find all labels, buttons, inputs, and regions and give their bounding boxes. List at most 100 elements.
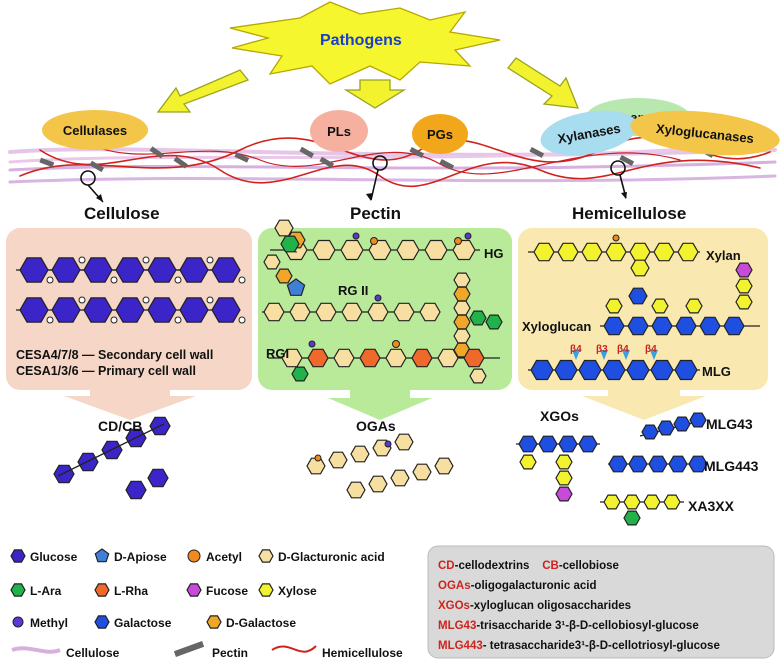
- acetyl-group: [612, 234, 620, 242]
- ogas-label: OGAs: [356, 418, 396, 434]
- glycosidic-oxygen: [206, 256, 214, 264]
- galacturonic-unit: [312, 239, 336, 261]
- galacturonic-unit: [340, 239, 364, 261]
- galacturonic-unit: [263, 254, 281, 270]
- oga-unit: [434, 457, 454, 475]
- xylose-unit: [605, 298, 623, 314]
- ara-unit: [485, 314, 503, 330]
- glucose-unit: [674, 359, 698, 381]
- dgalactose-unit: [275, 268, 293, 284]
- abbr-mlg43-text: -trisaccharide 3¹-β-D-cellobiosyl-glucos…: [476, 620, 699, 632]
- bond-arrow: [622, 350, 630, 360]
- ara-unit: [280, 235, 300, 253]
- methyl-group: [384, 440, 392, 448]
- legend-xylose-icon: [258, 583, 274, 597]
- glucose-unit: [147, 257, 177, 283]
- oga-unit: [346, 481, 366, 499]
- legend-dapiose-icon: [94, 548, 110, 563]
- ara-unit: [469, 310, 487, 326]
- legend-fucose-icon: [186, 583, 202, 597]
- cb-glucose: [147, 468, 169, 488]
- legend-hemicellulose: Hemicellulose: [322, 646, 403, 660]
- xylose-unit: [685, 298, 703, 314]
- abbr-mlg443: MLG443: [438, 640, 483, 652]
- glucose-unit: [689, 412, 707, 428]
- legend-pectin-icon: [173, 641, 205, 657]
- acetyl-group: [454, 237, 462, 245]
- cesa-primary-label: CESA1/3/6 — Primary cell wall: [16, 364, 196, 378]
- legend-lrha-icon: [94, 583, 110, 597]
- glucose-unit: [608, 455, 628, 473]
- xylose-unit: [603, 494, 621, 510]
- glycosidic-oxygen: [78, 256, 86, 264]
- glucose-unit: [83, 297, 113, 323]
- xylose-unit: [643, 494, 661, 510]
- glucose-unit: [518, 435, 538, 453]
- galactose-unit: [628, 287, 648, 305]
- glucose-unit: [628, 455, 648, 473]
- xylan-label: Xylan: [706, 248, 741, 263]
- glycosidic-oxygen: [174, 316, 182, 324]
- abbr-xgos-text: -xyloglucan oligosaccharides: [469, 600, 632, 612]
- rg2-label: RG II: [338, 283, 369, 298]
- legend-dgalactose: D-Galactose: [226, 616, 297, 630]
- glucose-unit: [627, 316, 649, 336]
- rg1-unit: [463, 348, 485, 368]
- oga-unit: [350, 445, 370, 463]
- glucose-unit: [603, 316, 625, 336]
- bond-label-1: β4: [570, 344, 582, 355]
- glucose-unit: [602, 359, 626, 381]
- galacturonic-unit: [452, 239, 476, 261]
- galacturonic-unit: [396, 239, 420, 261]
- mlg43-label: MLG43: [706, 416, 753, 432]
- legend-lara: L-Ara: [30, 584, 62, 598]
- acetyl-group: [314, 454, 322, 462]
- glucose-unit: [83, 257, 113, 283]
- glucose-unit: [648, 455, 668, 473]
- legend-methyl: Methyl: [30, 616, 69, 630]
- bond-arrow: [650, 350, 658, 360]
- pathogens-label: Pathogens: [320, 32, 402, 49]
- abbr-row-mlg43: MLG43-trisaccharide 3¹-β-D-cellobiosyl-g…: [438, 620, 699, 632]
- galacturonic-unit: [274, 219, 294, 237]
- glucose-unit: [650, 359, 674, 381]
- glucose-unit: [147, 297, 177, 323]
- oga-unit: [368, 475, 388, 493]
- glucose-unit: [530, 359, 554, 381]
- fucose-unit: [555, 486, 573, 502]
- rg1-unit: [359, 348, 381, 368]
- glucose-unit: [19, 297, 49, 323]
- cd-backbone: [57, 423, 165, 477]
- xylose-unit: [629, 242, 651, 262]
- galacturonic-unit: [368, 239, 392, 261]
- legend-cellulose-icon: [11, 646, 61, 654]
- glucose-unit: [641, 424, 659, 440]
- pls-enzyme: PLs: [310, 110, 368, 152]
- abbr-mlg443-text: - tetrasaccharide3¹-β-D-cellotriosyl-glu…: [482, 640, 720, 652]
- pectin-segments: [39, 146, 715, 173]
- glucose-unit: [675, 316, 697, 336]
- abbr-row-ogas: OGAs-oligogalacturonic acid: [438, 580, 596, 592]
- glucose-unit: [211, 257, 241, 283]
- glycosidic-oxygen: [46, 276, 54, 284]
- xyloglucan-label: Xyloglucan: [522, 319, 592, 334]
- glucose-unit: [558, 435, 578, 453]
- rg2-side-unit: [453, 286, 471, 302]
- xylose-unit: [663, 494, 681, 510]
- xylose-unit: [555, 470, 573, 486]
- glucose-unit: [578, 435, 598, 453]
- oga-unit: [394, 433, 414, 451]
- oga-unit: [390, 469, 410, 487]
- glucose-unit: [51, 297, 81, 323]
- galacturonic-unit: [469, 368, 487, 384]
- galacturonic-unit: [419, 302, 441, 322]
- xylose-unit: [735, 278, 753, 294]
- glucose-unit: [673, 416, 691, 432]
- pectin-title: Pectin: [350, 204, 402, 223]
- xylose-unit: [555, 454, 573, 470]
- glucose-unit: [19, 257, 49, 283]
- legend-acetyl: Acetyl: [206, 550, 243, 564]
- mlg-label: MLG: [702, 364, 731, 379]
- glycosidic-oxygen: [78, 296, 86, 304]
- rg1-unit: [333, 348, 355, 368]
